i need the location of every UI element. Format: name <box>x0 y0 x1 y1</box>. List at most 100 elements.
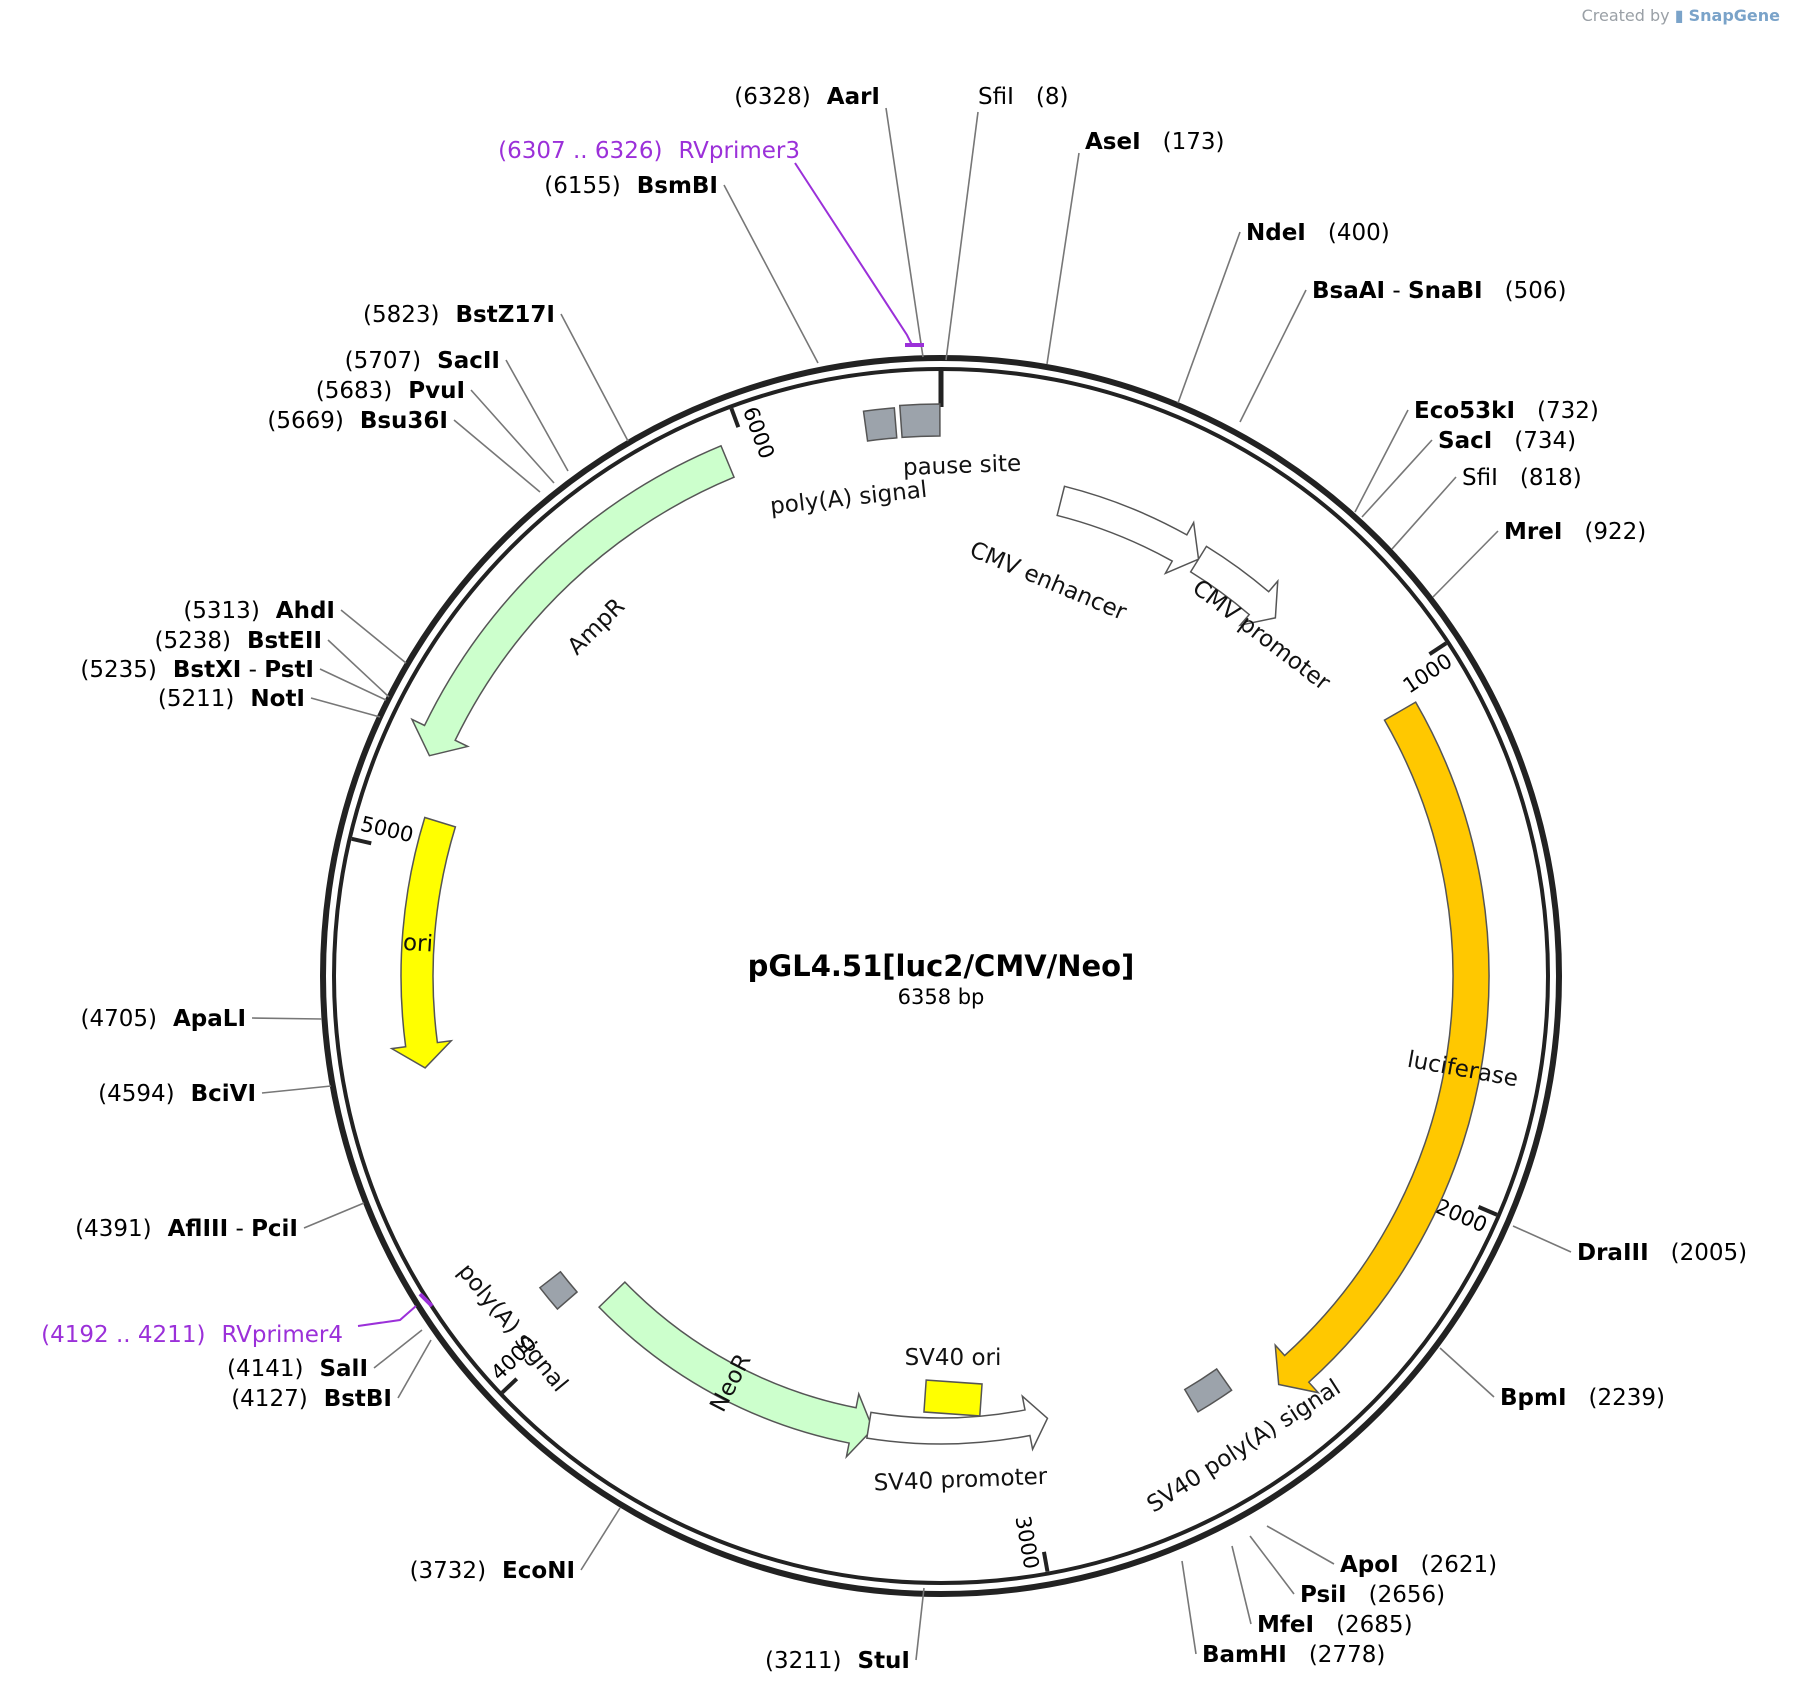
site-connector <box>261 1085 332 1094</box>
primer-binding-mark <box>418 1292 434 1308</box>
site-position: (2239) <box>1589 1385 1665 1411</box>
feature-poly-a-signal[interactable] <box>538 1270 579 1311</box>
site-connector <box>1512 1225 1572 1253</box>
feature-label: pause site <box>903 451 1022 481</box>
site-bstz17i[interactable]: (5823) BstZ17I <box>363 302 629 442</box>
site-bsteii[interactable]: (5238)BstEII <box>154 628 390 698</box>
site-asei[interactable]: AseI(173) <box>1046 129 1225 365</box>
feature-sv40-ori[interactable] <box>923 1379 983 1417</box>
site-position: (2621) <box>1421 1552 1497 1578</box>
site-connector <box>1181 1560 1197 1655</box>
feature-poly-a-signal[interactable] <box>862 407 898 442</box>
site-connector <box>1239 289 1307 423</box>
site-name: AarI <box>827 84 880 110</box>
feature-ampr[interactable] <box>410 444 736 757</box>
primer-range: (4192 .. 4211) <box>41 1322 205 1348</box>
site-label: (5707)SacII <box>345 348 500 374</box>
site-noti[interactable]: (5211)NotI <box>158 686 381 718</box>
primer-label: (4192 .. 4211)RVprimer4 <box>41 1322 343 1348</box>
site-bsmbi[interactable]: (6155)BsmBI <box>544 173 819 364</box>
plasmid-size: 6358 bp <box>898 985 985 1009</box>
feature-label: poly(A) signal <box>769 477 929 520</box>
site-label: NdeI (400) <box>1246 220 1390 246</box>
site-mrei[interactable]: MreI(922) <box>1432 519 1646 598</box>
site-name: BsaAI <box>1312 278 1385 304</box>
site-name: AseI <box>1085 129 1141 155</box>
tick-label: 3000 <box>1010 1514 1043 1571</box>
site-connector <box>310 697 381 718</box>
site-name: MreI <box>1504 519 1562 545</box>
site-econi[interactable]: (3732)EcoNI <box>410 1507 621 1584</box>
credit-prefix: Created by <box>1581 6 1670 25</box>
site-bcivi[interactable]: (4594)BciVI <box>98 1081 332 1107</box>
site-label: PsiI(2656) <box>1300 1582 1445 1608</box>
site-ahdi[interactable]: (5313)AhdI <box>183 598 407 664</box>
site-position: (2005) <box>1671 1240 1747 1266</box>
site-label: (4594)BciVI <box>98 1081 256 1107</box>
site-saci[interactable]: SacI(734) <box>1361 428 1576 518</box>
site-bstbi[interactable]: (4127)BstBI <box>231 1339 432 1412</box>
feature-sv40-promoter[interactable] <box>865 1394 1049 1452</box>
feature-ori[interactable] <box>389 816 457 1069</box>
site-name: PsiI <box>1300 1582 1347 1608</box>
site-label: SfiI(818) <box>1462 465 1582 491</box>
site-label: (6155)BsmBI <box>544 173 718 199</box>
primer-range: (6307 .. 6326) <box>498 138 662 164</box>
feature-label: SV40 promoter <box>873 1464 1048 1497</box>
site-apali[interactable]: (4705)ApaLI <box>81 1006 323 1032</box>
site-bamhi[interactable]: BamHI(2778) <box>1181 1560 1385 1668</box>
primer-rvprimer4[interactable]: (4192 .. 4211)RVprimer4 <box>41 1292 434 1348</box>
site-apoi[interactable]: ApoI(2621) <box>1266 1525 1497 1578</box>
site-sacii[interactable]: (5707)SacII <box>345 348 569 472</box>
site-connector <box>580 1507 621 1571</box>
site-connector <box>1249 1535 1295 1595</box>
feature-luciferase[interactable] <box>1274 701 1490 1394</box>
tick-mark <box>500 1377 519 1395</box>
site-stui[interactable]: (3211)StuI <box>765 1587 925 1674</box>
site-bstxi[interactable]: (5235)BstXI - PstI <box>80 657 387 701</box>
site-mfei[interactable]: MfeI(2685) <box>1231 1545 1413 1638</box>
site-label: (4705)ApaLI <box>81 1006 246 1032</box>
site-label: ApoI(2621) <box>1340 1552 1497 1578</box>
primer-rvprimer3[interactable]: (6307 .. 6326)RVprimer3 <box>498 138 924 347</box>
site-draiii[interactable]: DraIII(2005) <box>1512 1225 1747 1266</box>
site-bsaai[interactable]: BsaAI - SnaBI(506) <box>1239 278 1566 423</box>
site-connector <box>327 639 390 698</box>
site-position: (5707) <box>345 348 421 374</box>
site-afliii[interactable]: (4391)AflIII - PciI <box>75 1202 365 1242</box>
site-pvui[interactable]: (5683)PvuI <box>316 378 555 484</box>
feature-neor[interactable] <box>597 1281 874 1460</box>
site-psii[interactable]: PsiI(2656) <box>1249 1535 1445 1608</box>
site-name: AhdI <box>276 598 335 624</box>
site-name: ApaLI <box>173 1006 246 1032</box>
site-name: NotI <box>250 686 305 712</box>
site-name: MfeI <box>1257 1612 1314 1638</box>
site-sali[interactable]: (4141)SalI <box>227 1329 423 1382</box>
site-connector <box>1177 231 1241 404</box>
feature-cmv-enhancer[interactable] <box>1056 485 1200 575</box>
site-ndei[interactable]: NdeI (400) <box>1177 220 1390 404</box>
tick-mark <box>1477 1205 1498 1217</box>
site-name: EcoNI <box>502 1558 575 1584</box>
site-bsu36i[interactable]: (5669)Bsu36I <box>267 408 541 493</box>
site-connector <box>470 389 555 484</box>
site-name-2: PstI <box>264 657 314 683</box>
site-position: (3211) <box>765 1648 841 1674</box>
site-position: (5823) <box>363 302 439 328</box>
site-name: NdeI <box>1246 220 1306 246</box>
site-sfii[interactable]: SfiI(818) <box>1391 465 1582 550</box>
backbone-inner-strand <box>332 367 1550 1585</box>
site-aari[interactable]: (6328)AarI <box>734 84 924 358</box>
site-separator: - <box>228 1216 251 1242</box>
site-bpmi[interactable]: BpmI(2239) <box>1439 1347 1665 1411</box>
feature-sv40-poly-a-signal[interactable] <box>1183 1367 1233 1413</box>
site-name: BstZ17I <box>456 302 555 328</box>
site-position: (400) <box>1328 220 1390 246</box>
feature-pause-site[interactable] <box>898 403 941 439</box>
site-sfii[interactable]: SfiI(8) <box>945 84 1068 361</box>
feature-cmv-promoter[interactable] <box>1189 545 1279 627</box>
site-eco53ki[interactable]: Eco53kI(732) <box>1354 398 1599 513</box>
site-connector <box>723 184 819 364</box>
site-name: SfiI <box>978 84 1014 110</box>
